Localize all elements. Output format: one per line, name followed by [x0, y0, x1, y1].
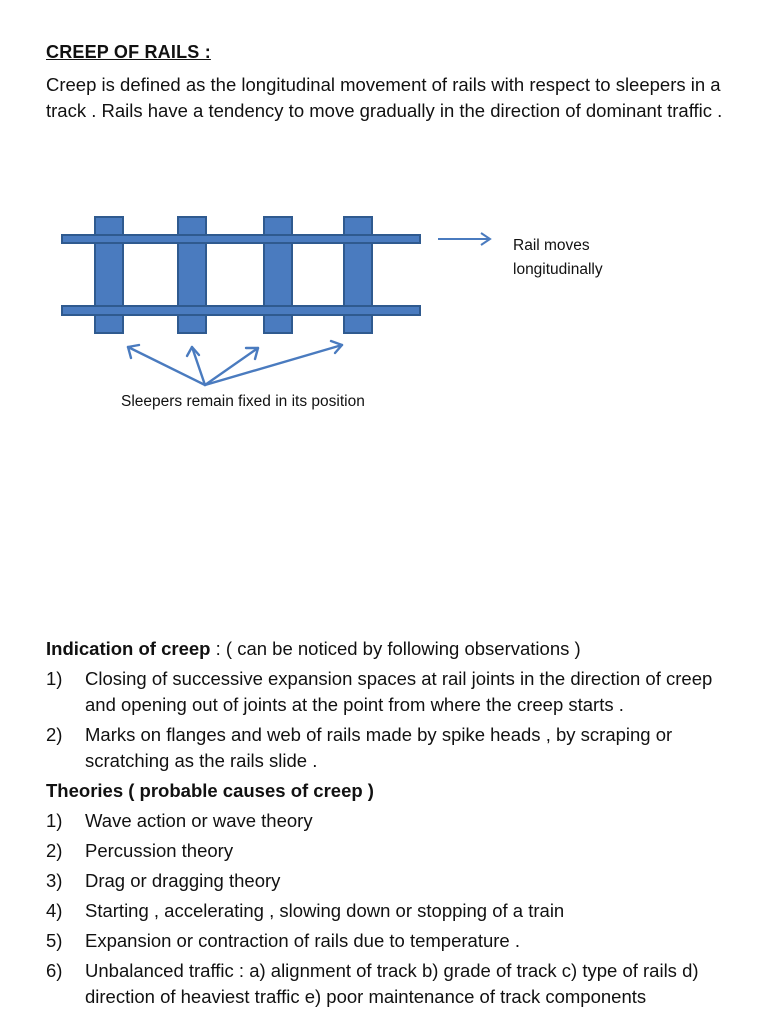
- list-text: Wave action or wave theory: [85, 810, 313, 831]
- lower-section: Indication of creep : ( can be noticed b…: [46, 636, 746, 1014]
- list-number: 4): [46, 900, 63, 921]
- theories-heading: Theories ( probable causes of creep ): [46, 780, 374, 801]
- sleeper-arrows-icon: [126, 339, 344, 387]
- indication-heading-bold: Indication of creep: [46, 638, 211, 659]
- rail-move-arrow-icon: [438, 232, 492, 246]
- list-number: 5): [46, 930, 63, 951]
- page-title: CREEP OF RAILS :: [46, 42, 211, 62]
- list-number: 2): [46, 724, 63, 745]
- rail-label-line1: Rail moves: [513, 237, 590, 254]
- list-item: 2) Marks on flanges and web of rails made…: [46, 722, 746, 774]
- list-text: Unbalanced traffic : a) alignment of tra…: [85, 960, 699, 1007]
- top-rail: [61, 234, 421, 244]
- list-number: 3): [46, 870, 63, 891]
- list-item: 4) Starting , accelerating , slowing down…: [46, 898, 746, 924]
- list-item: 1) Wave action or wave theory: [46, 808, 746, 834]
- list-number: 2): [46, 840, 63, 861]
- list-number: 1): [46, 810, 63, 831]
- list-text: Percussion theory: [85, 840, 234, 861]
- list-item: 1) Closing of successive expansion spaces…: [46, 666, 746, 718]
- indication-heading: Indication of creep : ( can be noticed b…: [46, 636, 746, 662]
- list-text: Marks on flanges and web of rails made b…: [85, 724, 673, 771]
- list-text: Drag or dragging theory: [85, 870, 281, 891]
- list-item: 5) Expansion or contraction of rails due …: [46, 928, 746, 954]
- list-item: 6) Unbalanced traffic : a) alignment of t…: [46, 958, 746, 1010]
- creep-diagram: Rail moves longitudinally Sleepers remai…: [61, 216, 603, 410]
- indication-list: 1) Closing of successive expansion spaces…: [46, 666, 746, 774]
- rail-label-line2: longitudinally: [513, 261, 603, 278]
- list-text: Closing of successive expansion spaces a…: [85, 668, 713, 715]
- list-item: 3) Drag or dragging theory: [46, 868, 746, 894]
- list-text: Expansion or contraction of rails due to…: [85, 930, 520, 951]
- bottom-rail: [61, 305, 421, 316]
- indication-heading-suffix: : ( can be noticed by following observat…: [210, 638, 581, 659]
- theories-list: 1) Wave action or wave theory 2) Percussio…: [46, 808, 746, 1010]
- list-number: 6): [46, 960, 63, 981]
- sleeper-label: Sleepers remain fixed in its position: [121, 393, 365, 410]
- intro-paragraph: Creep is defined as the longitudinal mov…: [46, 74, 723, 121]
- list-text: Starting , accelerating , slowing down o…: [85, 900, 565, 921]
- list-item: 2) Percussion theory: [46, 838, 746, 864]
- list-number: 1): [46, 668, 63, 689]
